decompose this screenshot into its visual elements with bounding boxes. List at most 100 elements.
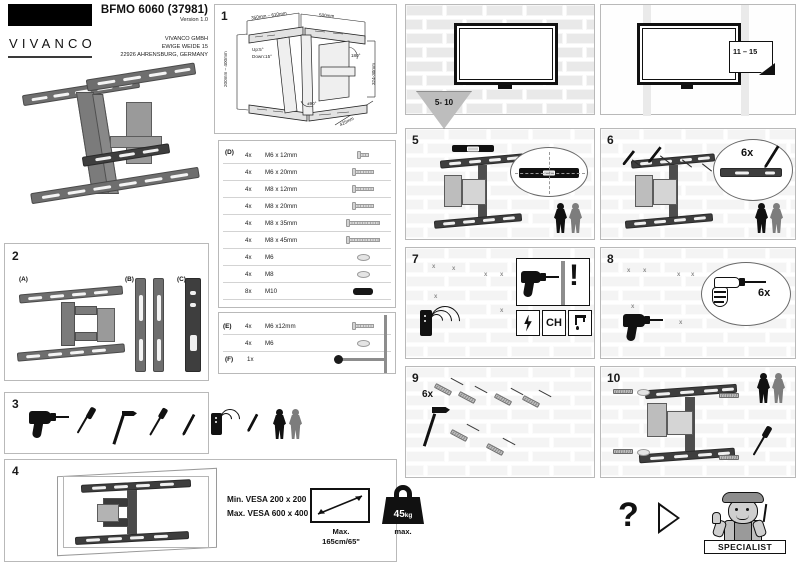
panel-10-number: 10 [607, 371, 621, 385]
washer-icon-10a [637, 389, 650, 396]
washer-icon [356, 253, 370, 261]
parts-description: M6 [265, 253, 274, 261]
parts-quantity: 4x [245, 236, 252, 244]
max-weight-block: 45kg max. [379, 484, 427, 536]
quantity-badge-6: 6x [741, 147, 754, 159]
panel-7-warnings: 7 x x x x x x ! [405, 247, 595, 359]
parts-row: 4x M8 x 35mm [223, 215, 391, 232]
panel-5-number: 5 [412, 133, 419, 147]
swivel-right-label: 180° [351, 53, 361, 58]
washer-icon [356, 339, 370, 347]
page-range-badge-510-label: 5- 10 [434, 98, 454, 107]
component-b-rails [135, 278, 171, 374]
parts-description: M6 x 20mm [265, 168, 298, 176]
bolt-icon-10b [613, 449, 633, 454]
bolt-icon [352, 322, 374, 331]
weight-max-label: max. [394, 527, 412, 536]
two-persons-icon [273, 407, 307, 441]
mount-assembly-6 [619, 153, 723, 231]
parts-quantity: 8x [245, 287, 252, 295]
dim-right-vertical: 324-30mm [371, 63, 376, 85]
vesa-min-label: Min. VESA 200 x 200 [227, 495, 307, 504]
bolt-long-icon [346, 219, 380, 228]
callout-level-detail [510, 147, 588, 197]
hero-top-rail-right [85, 62, 197, 92]
exclamation-warning-icon: ! [569, 259, 579, 292]
weight-value: 45 [393, 509, 405, 520]
component-label-b: (B) [125, 276, 134, 283]
tv-outline-front [63, 476, 209, 548]
parts-description: M6 [265, 339, 274, 347]
bolt-icon [352, 185, 374, 194]
banner-stud-wall-tv: 11 – 15 [600, 4, 796, 116]
allen-key-icon-short [341, 358, 385, 361]
parts-icon-cell [335, 339, 391, 347]
vesa-spec-text: Min. VESA 200 x 200 Max. VESA 600 x 400 [227, 493, 308, 520]
logo-rule [8, 56, 92, 58]
parts-quantity: 4x [245, 322, 252, 330]
weight-icon: 45kg [381, 484, 425, 524]
bolt-long-icon [346, 236, 380, 245]
wall-section [561, 261, 565, 305]
parts-description: M8 x 20mm [265, 202, 298, 210]
parts-icon-cell [335, 253, 391, 261]
pencil-icon-detail [763, 145, 779, 169]
product-title: BFMO 6060 (37981) [100, 4, 208, 16]
bolt-short-icon [357, 151, 369, 160]
parts-icon-cell [335, 202, 391, 211]
component-label-c: (C) [177, 276, 186, 283]
company-line-0: VIVANCO GMBH [164, 36, 208, 42]
triangle-play-icon-inner [660, 506, 677, 530]
two-persons-icon-5 [554, 203, 586, 233]
parts-description: M10 [265, 287, 278, 295]
parts-group-label: (E) [223, 322, 232, 330]
parts-group-f-label: (F) [225, 356, 234, 363]
brand-name: VIVANCO [9, 36, 96, 51]
quantity-badge-8: 6x [758, 287, 771, 299]
ch-label: CH [546, 317, 562, 329]
bolt-icon-10c [719, 393, 739, 398]
bolt-icon-10a [613, 389, 633, 394]
parts-description: M6 x12mm [265, 322, 296, 330]
panel-6-mark-holes: 6 [600, 128, 796, 240]
parts-quantity: 4x [245, 219, 252, 227]
brick-wall-9 [406, 367, 594, 477]
company-line-2: 22926 AHRENSBURG, GERMANY [120, 51, 208, 58]
page-range-dogear [729, 41, 773, 73]
max-word: Max. [332, 527, 350, 536]
product-version: Version 1.0 [180, 17, 208, 23]
company-line-1: EWIGE WEIDE 15 [161, 43, 208, 50]
bolt-icon [352, 202, 374, 211]
panel-1-dimensions: 1 [214, 4, 397, 134]
specialist-mascot-icon [706, 490, 784, 542]
parts-quantity: 4x [245, 270, 252, 278]
page-range-label-1115: 11 – 15 [733, 47, 758, 56]
panel-9-insert-anchors: 9 6x [405, 366, 595, 478]
tilt-angle-label: Up:5° Down:15° [252, 47, 272, 59]
max-screen-labels: Max. 165cm/65" [310, 527, 372, 548]
two-persons-icon-6 [755, 203, 787, 233]
panel-4-number: 4 [12, 464, 19, 478]
parts-quantity: 4x [245, 253, 252, 261]
question-mark-icon: ? [618, 496, 639, 534]
tv-illustration-b [637, 23, 741, 85]
dim-left-vertical: 200mm – 400mm [223, 51, 228, 87]
parts-description: M8 x 35mm [265, 219, 298, 227]
rail-detail-6 [720, 168, 782, 177]
component-label-a: (A) [19, 276, 28, 283]
mount-assembly-5 [428, 153, 532, 231]
product-photo [4, 58, 209, 238]
washer-icon [356, 270, 370, 278]
bolt-icon-10d [719, 455, 739, 460]
parts-row: 4x M6 [223, 249, 391, 266]
logo-swatch [8, 4, 92, 26]
parts-icon-cell [335, 322, 391, 331]
